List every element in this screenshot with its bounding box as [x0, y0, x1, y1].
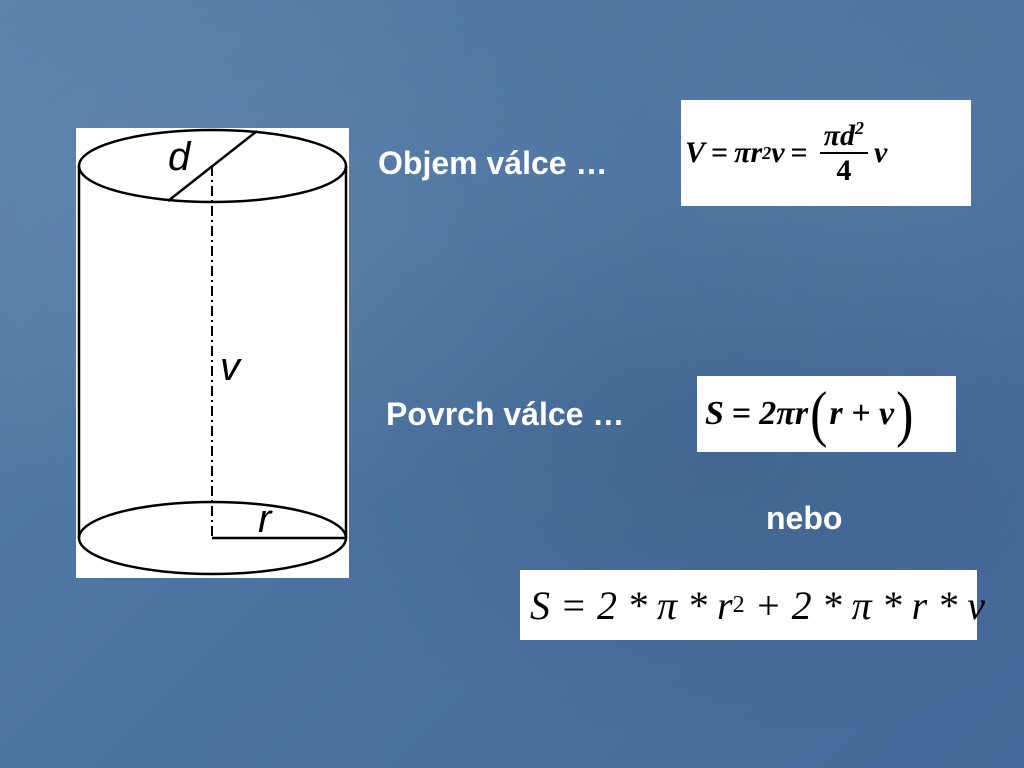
surface-formula: S = 2π r ( r + v ): [697, 376, 956, 452]
height-label: v: [220, 345, 242, 389]
or-label: nebo: [766, 500, 843, 536]
volume-r: r: [750, 136, 763, 169]
volume-lhs: V: [685, 136, 706, 169]
surface-alt-lhs: S: [530, 582, 550, 628]
radius-label: r: [258, 497, 273, 541]
volume-eq1: =: [711, 136, 729, 169]
surface-alt-formula: S = 2 * π * r 2 + 2 * π * r * v: [520, 570, 985, 640]
surface-alt-exponent: 2: [732, 591, 745, 618]
surface-lhs: S: [705, 395, 724, 432]
volume-formula: V = π r 2 v = πd2 4 v: [681, 100, 971, 206]
surface-label: Povrch válce …: [386, 396, 625, 432]
surface-open-paren: (: [810, 379, 828, 449]
volume-frac-d: d: [840, 119, 856, 152]
surface-alt-rest2: + 2 * π * r * v: [744, 582, 985, 628]
diameter-label: d: [168, 135, 192, 179]
volume-v: v: [771, 136, 785, 169]
volume-pi: π: [734, 136, 751, 169]
volume-label: Objem válce …: [378, 145, 608, 181]
surface-inner: r + v: [829, 395, 895, 432]
surface-r: r: [794, 395, 809, 432]
volume-fraction-denominator: 4: [836, 154, 852, 187]
volume-r-exponent: 2: [762, 142, 772, 163]
surface-eq: =: [731, 395, 752, 432]
volume-eq2: =: [790, 136, 808, 169]
cylinder-svg: d v r: [77, 128, 348, 576]
surface-alt-rest: = 2 * π * r: [550, 582, 733, 628]
volume-v2: v: [874, 136, 888, 169]
surface-coef: 2π: [759, 395, 795, 432]
volume-frac-d-exponent: 2: [855, 118, 865, 138]
volume-fraction-numerator: πd2: [819, 118, 869, 154]
volume-frac-pi: π: [823, 119, 841, 152]
volume-fraction: πd2 4: [819, 118, 869, 187]
surface-close-paren: ): [896, 379, 914, 449]
cylinder-diagram: d v r: [76, 128, 349, 578]
